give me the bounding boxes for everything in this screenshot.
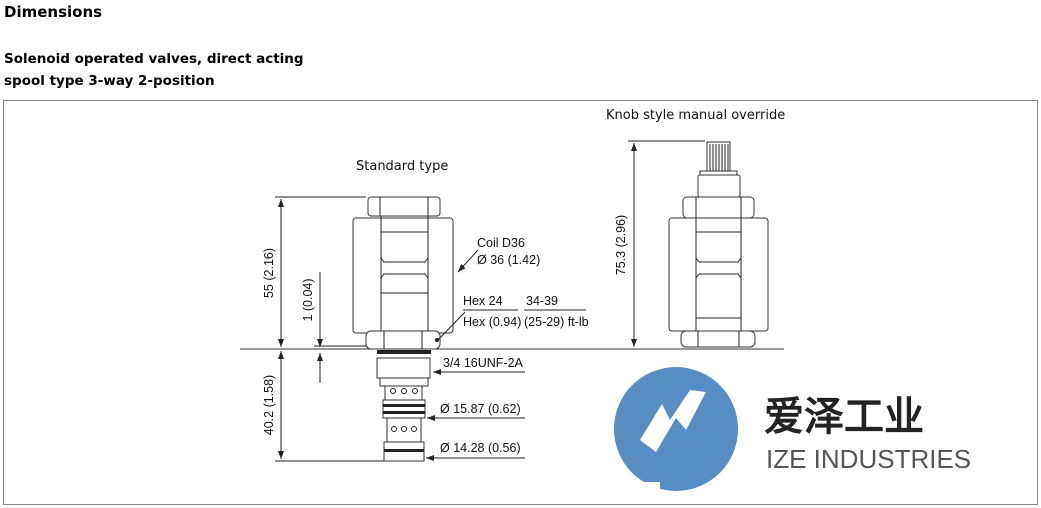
coil-label: Coil D36: [477, 236, 525, 250]
coil-diameter: Ø 36 (1.42): [477, 253, 540, 267]
dia2-label: Ø 14.28 (0.56): [440, 441, 521, 455]
knob-dim-height: 75.3 (2.96): [614, 215, 628, 275]
torque-label: 34-39: [526, 294, 558, 308]
watermark-en: IZE INDUSTRIES: [766, 444, 971, 474]
subheading-line1: Solenoid operated valves, direct acting: [4, 51, 304, 67]
watermark-cn: 爱泽工业: [764, 394, 924, 440]
dia1-label: Ø 15.87 (0.62): [440, 402, 521, 416]
hex-label: Hex 24: [463, 294, 503, 308]
knob-valve: [668, 141, 769, 348]
standard-dimensions: [275, 196, 586, 462]
section-heading: Dimensions: [4, 3, 103, 21]
standard-valve: [352, 196, 454, 462]
knob-type-title: Knob style manual override: [606, 108, 785, 123]
subheading-line2: spool type 3-way 2-position: [4, 73, 215, 89]
dim-gap: 1 (0.04): [301, 278, 315, 321]
thread-label: 3/4 16UNF-2A: [443, 356, 524, 370]
torque-ftlb: (25-29) ft-lb: [524, 315, 589, 329]
hex-inch: Hex (0.94): [463, 315, 521, 329]
drawing-frame: [3, 100, 1038, 505]
dim-lower: 40.2 (1.58): [262, 375, 276, 435]
watermark-logo: [614, 367, 738, 492]
dim-height: 55 (2.16): [262, 248, 276, 298]
standard-type-title: Standard type: [356, 159, 448, 174]
